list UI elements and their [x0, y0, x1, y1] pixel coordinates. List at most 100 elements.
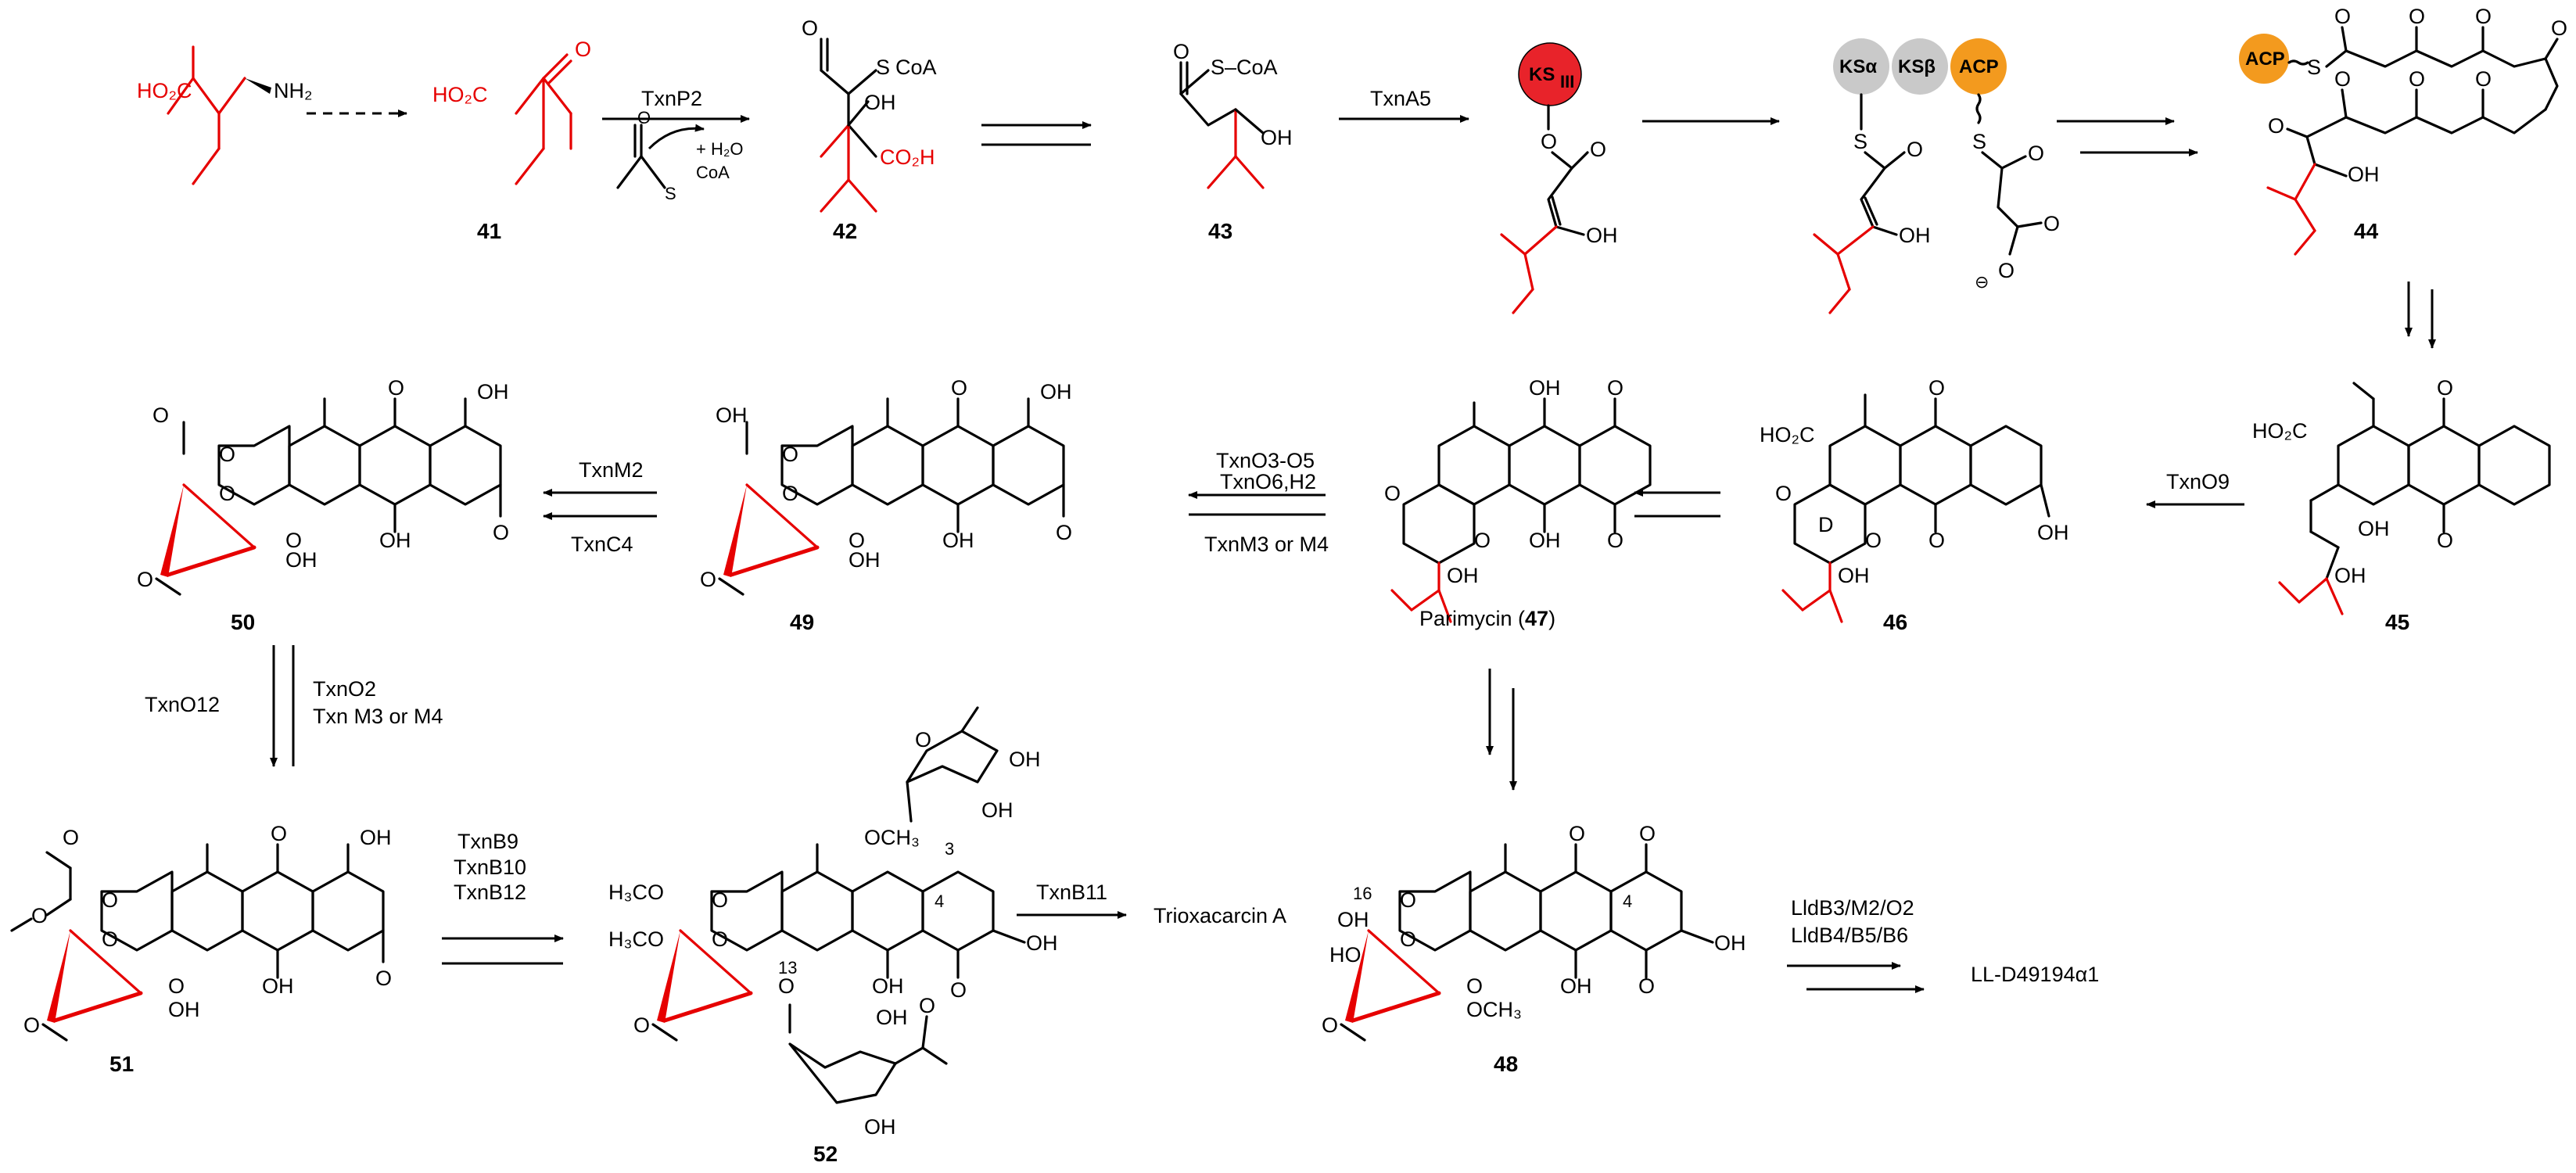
svg-text:13: 13 — [778, 958, 797, 978]
svg-text:KS: KS — [1529, 64, 1555, 85]
ksiii-domain — [1518, 42, 1582, 106]
svg-text:KSα: KSα — [1839, 56, 1877, 77]
svg-text:O: O — [23, 1013, 40, 1037]
svg-text:OH: OH — [849, 548, 881, 572]
svg-text:OH: OH — [876, 1006, 908, 1029]
svg-text:OCH₃: OCH₃ — [1466, 998, 1522, 1021]
svg-text:O: O — [2475, 5, 2492, 28]
svg-text:3: 3 — [945, 839, 954, 859]
svg-text:OH: OH — [1026, 931, 1058, 955]
svg-text:O: O — [2551, 16, 2567, 40]
svg-text:O: O — [849, 529, 865, 552]
enzyme-lld-1: LldB3/M2/O2 — [1791, 896, 1914, 920]
hmg-coa-analog-42: O S CoA OH CO₂H 42 — [802, 16, 937, 243]
enzyme-txnb11: TxnB11 — [1036, 881, 1107, 904]
svg-text:O: O — [2409, 67, 2425, 91]
svg-text:O: O — [2028, 142, 2044, 165]
svg-text:O: O — [1590, 138, 1606, 161]
svg-text:O: O — [2268, 114, 2284, 138]
enzyme-txnb9: TxnB9 — [457, 830, 518, 853]
svg-text:O: O — [712, 927, 728, 951]
svg-text:O: O — [778, 974, 795, 998]
svg-text:O: O — [782, 482, 798, 505]
trioxacarcin-a: Trioxacarcin A — [1153, 904, 1286, 927]
svg-text:4: 4 — [935, 891, 944, 911]
trioxacarcin-core-50: O OH OH O O O O OH O O 50 — [137, 376, 509, 634]
svg-text:O: O — [919, 994, 935, 1017]
svg-text:S: S — [876, 56, 890, 79]
compound-43: 43 — [1208, 219, 1232, 243]
svg-text:OH: OH — [379, 529, 411, 552]
svg-text:O: O — [2437, 376, 2453, 400]
svg-text:OH: OH — [872, 974, 904, 998]
compound-50: 50 — [231, 610, 255, 634]
svg-text:O: O — [1775, 482, 1792, 505]
enol-43: O S–CoA OH 43 — [1173, 40, 1293, 243]
enzyme-txno6h2: TxnO6,H2 — [1220, 470, 1316, 493]
svg-text:O: O — [633, 1013, 650, 1037]
enzyme-txno9: TxnO9 — [2166, 470, 2230, 493]
svg-text:III: III — [1560, 72, 1574, 91]
svg-text:O: O — [2437, 529, 2453, 552]
enzyme-txno2: TxnO2 — [313, 677, 376, 701]
svg-text:O: O — [137, 568, 153, 591]
svg-text:O: O — [1998, 259, 2015, 282]
svg-text:O: O — [63, 826, 79, 849]
keto-acid-41: HO₂C O 41 — [432, 38, 591, 243]
polyketide-44: ACP S O O O O O O O O OH 44 — [2239, 5, 2567, 256]
ks-beta-domain — [1892, 38, 1948, 95]
compound-44: 44 — [2354, 219, 2379, 243]
svg-text:O: O — [1639, 822, 1656, 845]
svg-text:4: 4 — [1623, 891, 1632, 911]
svg-text:O: O — [1928, 376, 1945, 400]
svg-text:ACP: ACP — [2245, 48, 2285, 70]
svg-text:OH: OH — [1447, 564, 1479, 587]
enzyme-txnb12: TxnB12 — [454, 881, 526, 904]
svg-text:O: O — [375, 967, 392, 990]
svg-text:O: O — [168, 974, 185, 998]
svg-text:OH: OH — [1560, 974, 1592, 998]
svg-text:O: O — [712, 888, 728, 912]
svg-text:O: O — [1384, 482, 1401, 505]
svg-text:KSβ: KSβ — [1898, 56, 1936, 77]
ll-d49194-a1: LL-D49194α1 — [1971, 963, 2099, 986]
svg-text:16: 16 — [1353, 884, 1372, 903]
acp-domain — [1950, 38, 2007, 95]
acetyl-coa: O S CoA — [616, 108, 730, 203]
svg-text:O: O — [1400, 927, 1416, 951]
svg-text:OH: OH — [1261, 126, 1293, 149]
svg-text:OH: OH — [1009, 748, 1041, 771]
svg-text:CO₂H: CO₂H — [880, 145, 935, 169]
svg-text:OH: OH — [716, 404, 748, 427]
svg-text:O: O — [1907, 138, 1923, 161]
enzyme-txnc4: TxnC4 — [571, 533, 633, 556]
svg-text:OH: OH — [864, 91, 896, 114]
enzyme-lld-2: LldB4/B5/B6 — [1791, 924, 1908, 947]
svg-text:O: O — [1928, 529, 1945, 552]
svg-text:OH: OH — [1529, 376, 1561, 400]
svg-text:OH: OH — [477, 380, 509, 404]
svg-text:O: O — [782, 443, 798, 466]
trioxacarcin-core-51: O OH OH O O O O OH O O O 51 — [10, 822, 392, 1076]
svg-text:O: O — [1400, 888, 1416, 912]
compound-49: 49 — [790, 610, 814, 634]
svg-text:OCH₃: OCH₃ — [864, 826, 920, 849]
enzyme-txnb10: TxnB10 — [454, 856, 526, 879]
svg-text:OH: OH — [360, 826, 392, 849]
compound-52: 52 — [813, 1142, 838, 1166]
svg-text:OH: OH — [1899, 224, 1931, 247]
svg-text:OH: OH — [168, 998, 200, 1021]
svg-text:OH: OH — [1714, 931, 1746, 955]
svg-text:O: O — [388, 376, 404, 400]
svg-text:O: O — [2334, 67, 2351, 91]
svg-text:S: S — [2307, 56, 2321, 79]
svg-text:⊖: ⊖ — [1975, 272, 1989, 292]
svg-text:O: O — [802, 16, 818, 40]
svg-text:O: O — [637, 108, 651, 127]
svg-text:OH: OH — [1838, 564, 1870, 587]
svg-text:O: O — [1541, 130, 1557, 153]
svg-text:O: O — [2409, 5, 2425, 28]
enzyme-txnp2: TxnP2 — [641, 87, 702, 110]
acp-domain-2 — [2239, 34, 2289, 84]
enzyme-txnm3m4: TxnM3 or M4 — [1204, 533, 1329, 556]
